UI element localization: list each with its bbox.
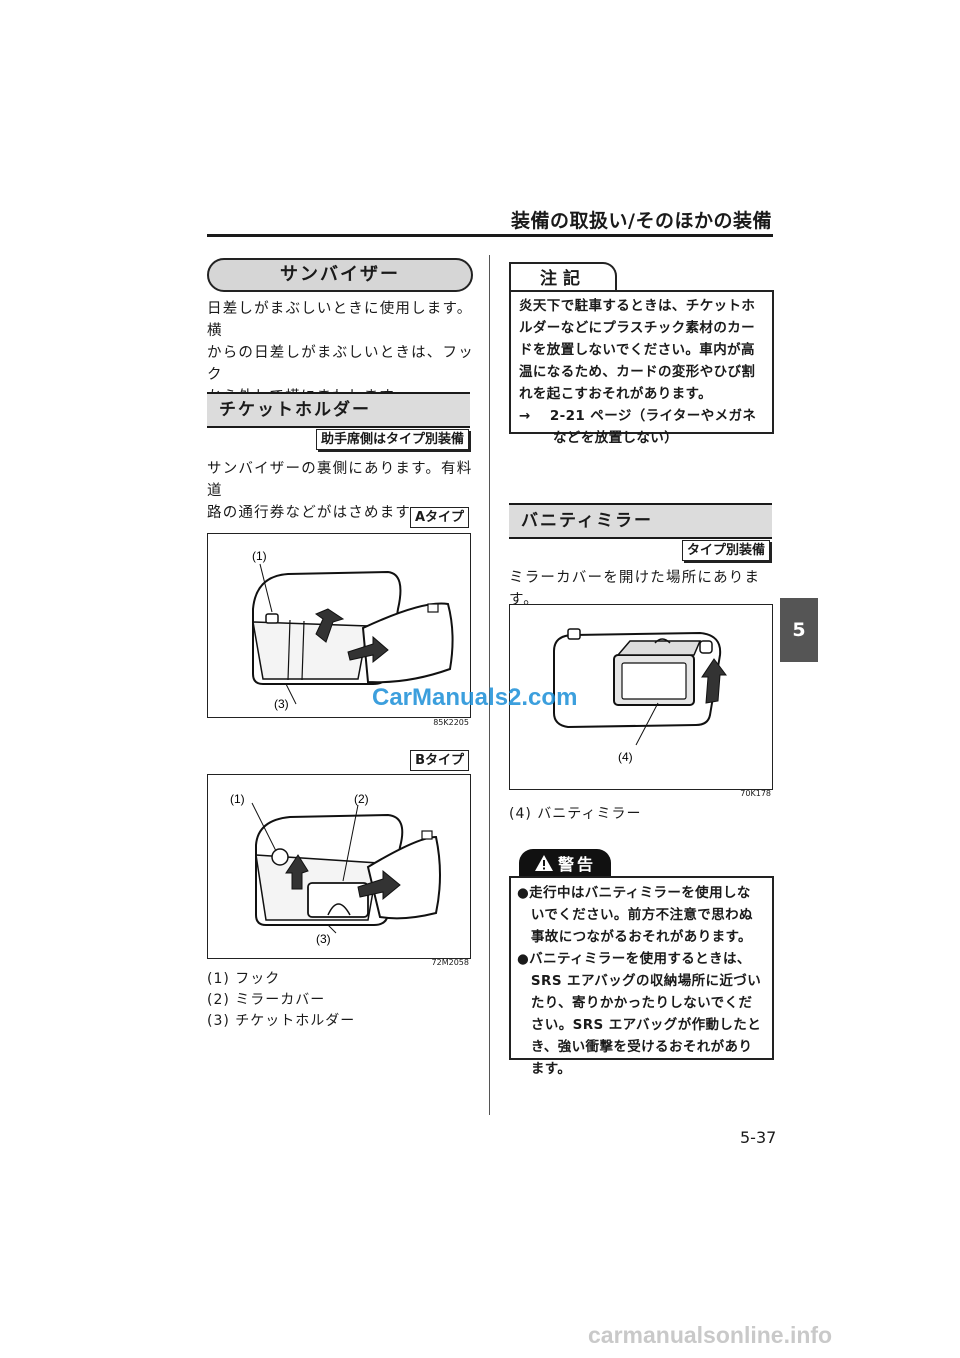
text-line: からの日差しがまぶしいときは、フック: [207, 345, 474, 383]
type-a-label-3: (3): [274, 697, 289, 711]
text-line: 日差しがまぶしいときに使用します。横: [207, 301, 473, 339]
warning-line: ●バニティミラーを使用するときは、: [517, 951, 751, 967]
watermark-carmanualsonline: carmanualsonline.info: [588, 1322, 833, 1348]
section-rule-top: [509, 503, 772, 505]
warning-line: 事故につながるおそれがあります。: [517, 929, 752, 945]
warning-line: ●走行中はバニティミラーを使用しな: [517, 885, 751, 901]
warning-line: SRS エアバッグの収納場所に近づい: [517, 973, 762, 989]
section-rule-top: [207, 392, 470, 394]
type-a-label-1: (1): [252, 549, 267, 563]
column-divider: [489, 255, 490, 1115]
chapter-tab[interactable]: 5: [780, 598, 818, 662]
type-b-label-1: (1): [230, 792, 245, 806]
note-line: 炎天下で駐車するときは、チケットホ: [519, 298, 756, 314]
warning-line: き、強い衝撃を受けるおそれがあり: [517, 1039, 753, 1055]
ticket-holder-heading: チケットホルダー: [207, 394, 470, 426]
vanity-mirror-section-header: バニティミラー: [509, 503, 772, 539]
type-a-figure-code: 85K2205: [433, 718, 469, 727]
legend-item: (2) ミラーカバー: [207, 992, 326, 1008]
legend-item: (3) チケットホルダー: [207, 1013, 356, 1029]
optional-equipment-badge: タイプ別装備: [681, 540, 770, 561]
warning-line: いでください。前方不注意で思わぬ: [517, 907, 753, 923]
type-b-illustration: (1) (2) (3): [207, 774, 471, 959]
type-a-badge: Aタイプ: [409, 507, 469, 528]
section-rule-bottom: [509, 537, 772, 539]
note-line: れを起こすおそれがあります。: [519, 386, 712, 402]
sun-visor-heading: サンバイザー: [207, 258, 473, 292]
ticket-holder-legend: (1) フック (2) ミラーカバー (3) チケットホルダー: [207, 969, 467, 1032]
vanity-mirror-illustration: (4): [509, 604, 773, 790]
note-line: ドを放置しないでください。車内が高: [519, 342, 755, 358]
arrow-icon: →: [519, 408, 531, 424]
text-line: サンバイザーの裏側にあります。有料道: [207, 461, 473, 499]
note-box: 炎天下で駐車するときは、チケットホ ルダーなどにプラスチック素材のカー ドを放置…: [509, 290, 774, 446]
note-ref-text-2: などを放置しない）: [553, 430, 679, 446]
ticket-holder-section-header: チケットホルダー: [207, 392, 470, 428]
vanity-label-4: (4): [618, 750, 633, 764]
ticket-holder-text: サンバイザーの裏側にあります。有料道 路の通行券などがはさめます。: [207, 458, 477, 524]
warning-tab: 警告: [519, 849, 611, 877]
note-ref-text: 2-21 ページ（ライターやメガネ: [549, 408, 757, 424]
vanity-mirror-heading: バニティミラー: [509, 505, 772, 537]
passenger-side-optional-badge: 助手席側はタイプ別装備: [315, 429, 469, 450]
type-b-figure-code: 72M2058: [431, 958, 469, 967]
type-b-label-3: (3): [316, 932, 331, 946]
vanity-legend: (4) バニティミラー: [509, 806, 642, 822]
warning-triangle-icon: [534, 855, 553, 871]
header-rule: [207, 234, 773, 237]
note-line: ルダーなどにプラスチック素材のカー: [519, 320, 756, 336]
watermark-carmanuals2: CarManuals2.com: [372, 684, 578, 711]
warning-box: ●走行中はバニティミラーを使用しな いでください。前方不注意で思わぬ 事故につな…: [509, 876, 774, 1077]
warning-line: たり、寄りかかったりしないでくだ: [517, 995, 753, 1011]
chapter-header-title: 装備の取扱い/そのほかの装備: [511, 210, 772, 232]
note-tab: 注記: [509, 262, 617, 292]
vanity-figure-code: 70K178: [740, 789, 771, 798]
type-a-illustration: (1) (3): [207, 533, 471, 718]
page-number: 5-37: [740, 1128, 777, 1147]
note-reference-link[interactable]: → 2-21 ページ（ライターやメガネ: [519, 405, 766, 427]
warning-line: さい。SRS エアバッグが作動したと: [517, 1017, 762, 1033]
type-b-badge: Bタイプ: [410, 750, 469, 771]
warning-line: ます。: [517, 1061, 572, 1077]
type-b-label-2: (2): [354, 792, 369, 806]
legend-item: (1) フック: [207, 971, 281, 987]
note-line: 温になるため、カードの変形やひび割: [519, 364, 756, 380]
text-line: 路の通行券などがはさめます。: [207, 505, 426, 521]
section-rule-bottom: [207, 426, 470, 428]
warning-label: 警告: [557, 855, 596, 874]
